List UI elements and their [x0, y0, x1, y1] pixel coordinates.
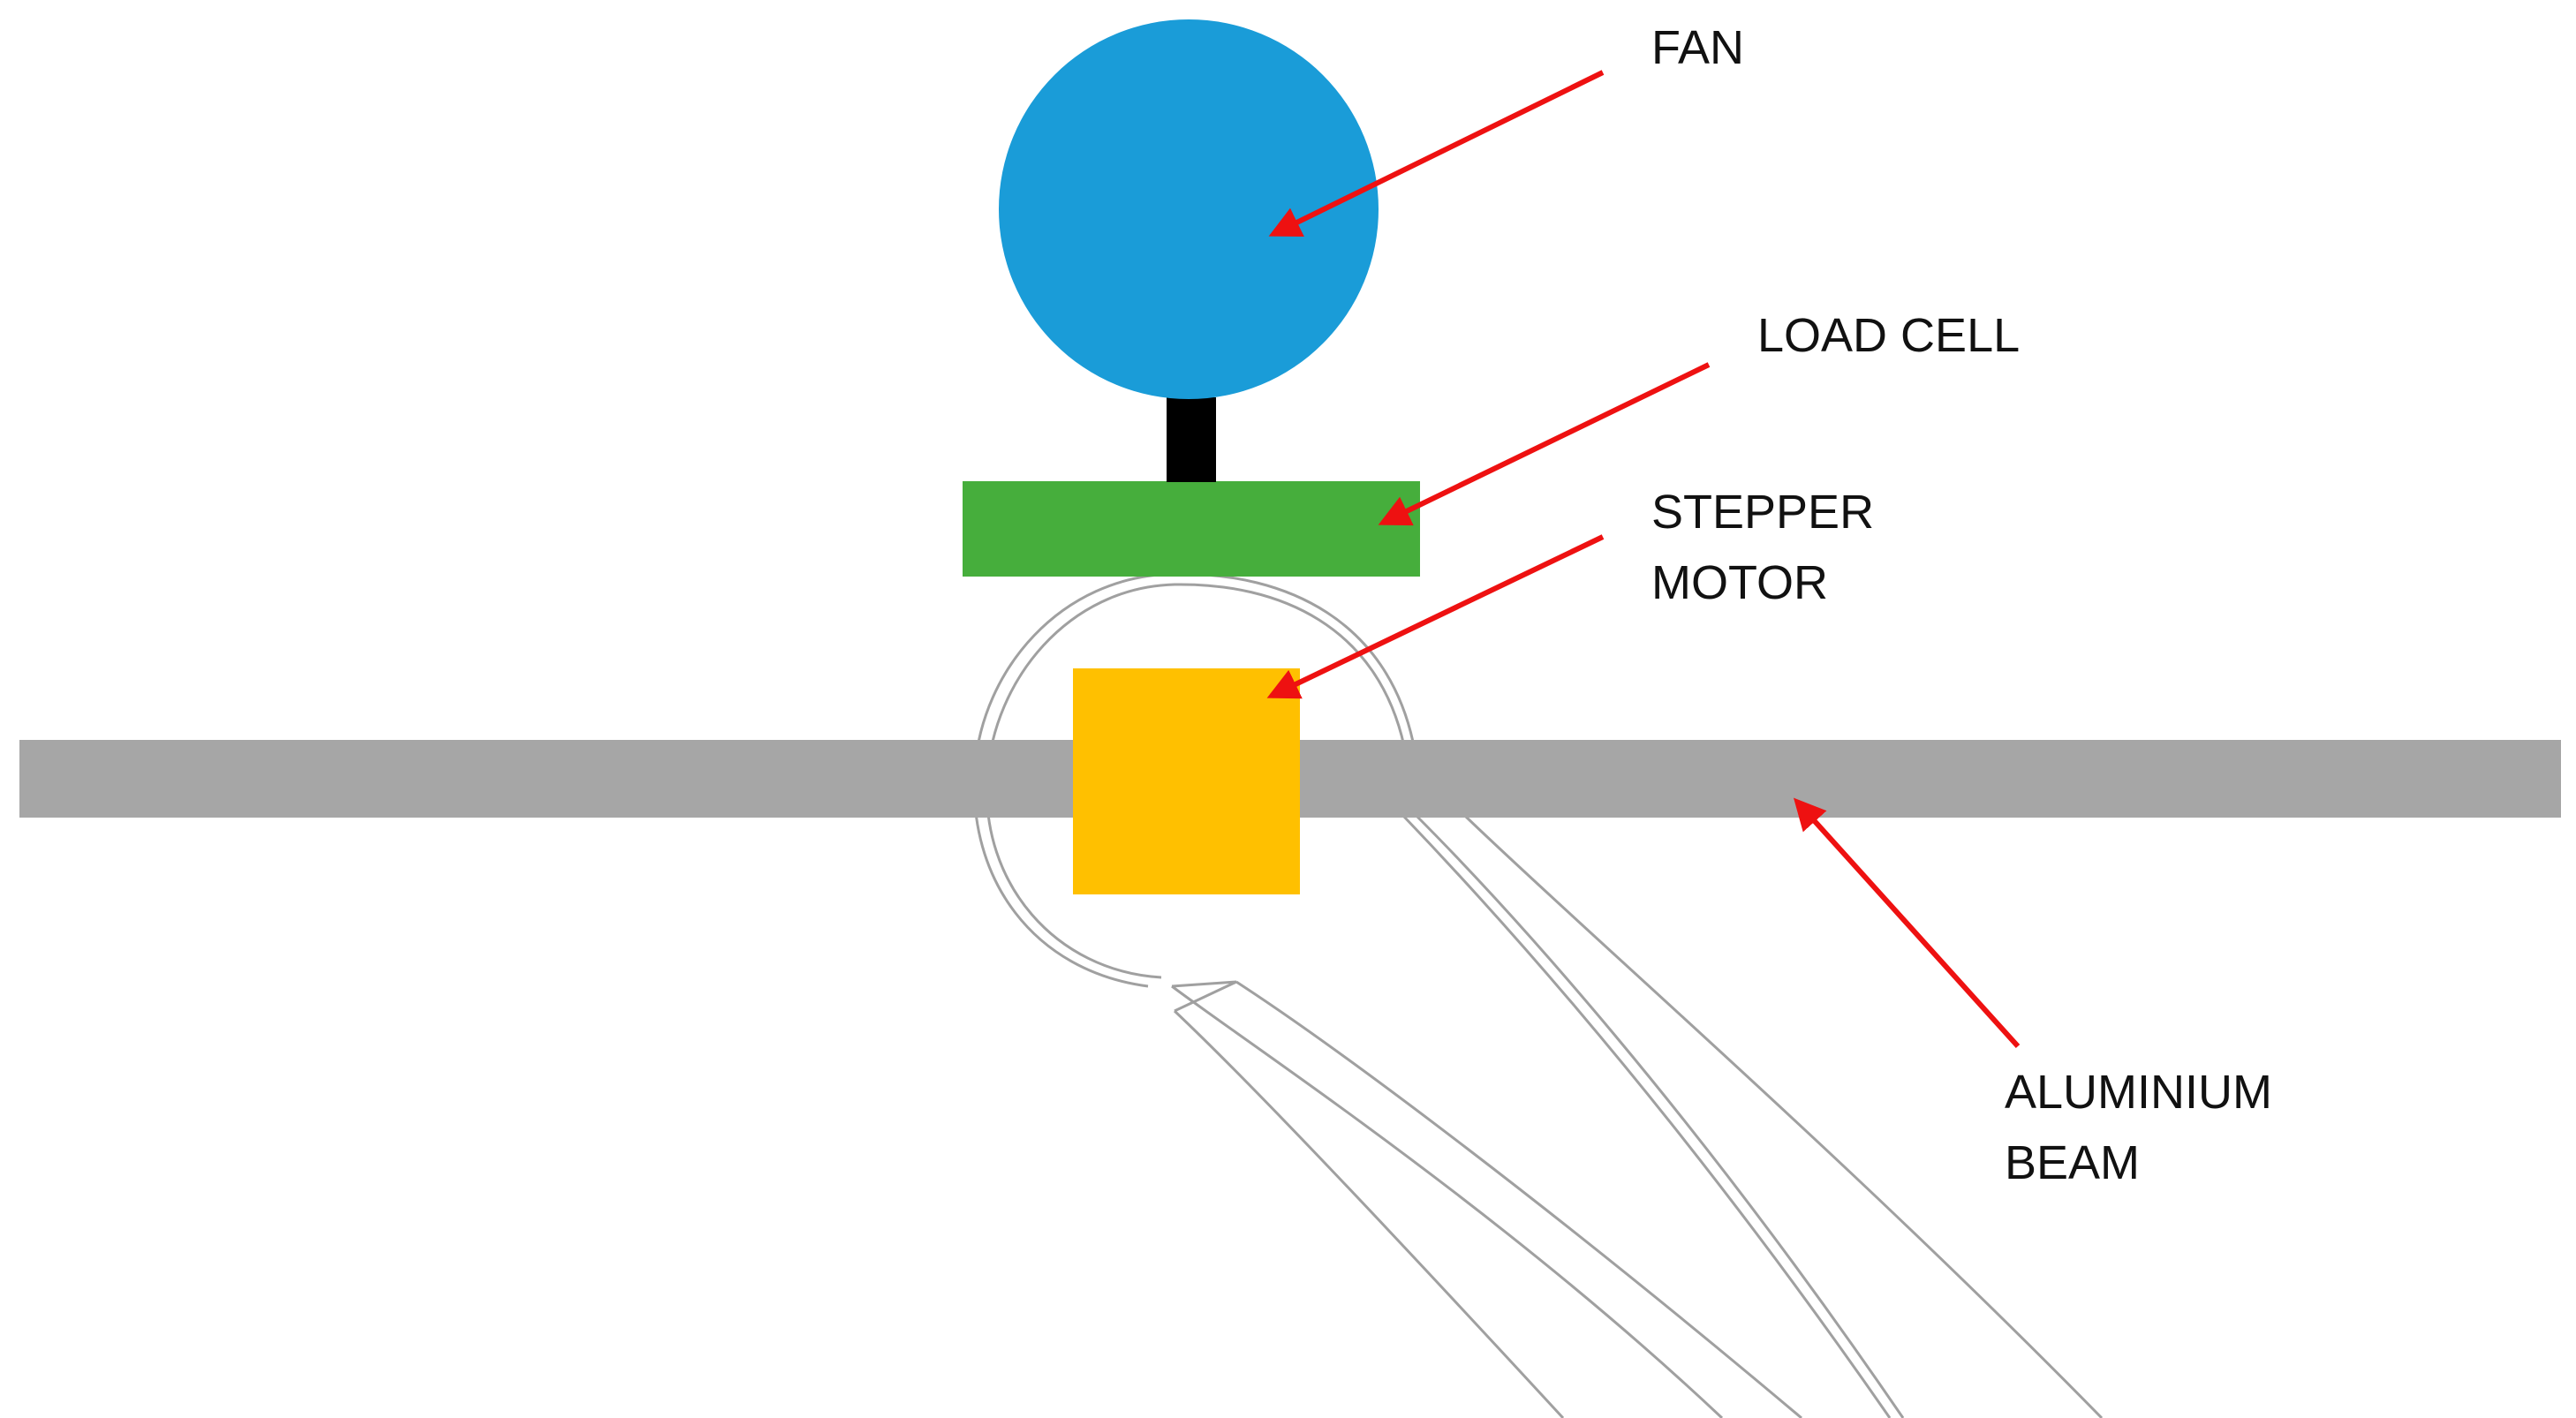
stepper-motor-label-line1: STEPPER — [1651, 486, 1874, 539]
aluminium-beam-label-line1: ALUMINIUM — [2005, 1066, 2272, 1119]
load-cell — [963, 481, 1420, 577]
fan-arrow — [1268, 70, 1605, 237]
aluminium-beam-arrow — [1793, 797, 2021, 1049]
fan — [999, 19, 1379, 399]
fan-stem — [1167, 397, 1216, 482]
mounting-arm-outline — [972, 572, 2104, 1418]
stepper-motor — [1073, 668, 1300, 894]
stepper-motor-arrow — [1266, 534, 1605, 699]
aluminium-beam-label-line2: BEAM — [2005, 1136, 2140, 1189]
stepper-motor-label-line2: MOTOR — [1651, 556, 1828, 609]
fan-label: FAN — [1651, 21, 1744, 74]
load-cell-label: LOAD CELL — [1757, 309, 2020, 362]
load-cell-arrow — [1378, 362, 1711, 526]
